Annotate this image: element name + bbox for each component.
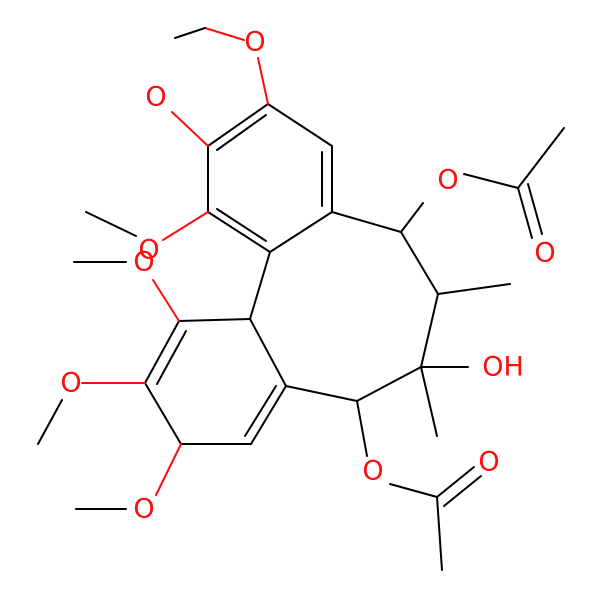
bond (527, 183, 543, 235)
bond (400, 231, 439, 295)
bond (85, 211, 137, 237)
atom-oxygen: O (145, 82, 166, 113)
bond (204, 27, 245, 41)
bond (207, 211, 271, 253)
bond (171, 111, 209, 147)
bond (267, 103, 333, 147)
bond (174, 27, 206, 39)
bond (144, 382, 182, 445)
bond (216, 208, 267, 242)
atom-oxygen: O (534, 238, 555, 269)
bond (389, 483, 438, 498)
bond (517, 187, 533, 239)
bonds (37, 27, 565, 571)
bond (400, 202, 424, 233)
bond (356, 366, 422, 402)
atom-oxygen: O (133, 494, 154, 525)
atom-hydroxyl: OH (482, 352, 524, 383)
atom-oxygen: O (138, 235, 159, 266)
bond (436, 466, 475, 498)
bond (250, 385, 287, 445)
bond (269, 211, 333, 253)
bond (162, 211, 209, 241)
bond (178, 318, 251, 322)
atom-oxygen: O (133, 247, 154, 278)
bond (156, 330, 187, 385)
bond (155, 443, 182, 496)
bond (437, 283, 511, 295)
bond (436, 496, 443, 571)
bond (244, 385, 277, 437)
atom-labels: O O O O O O OH O O O O (60, 27, 555, 525)
bond (463, 173, 519, 189)
bond (331, 211, 402, 233)
bond (152, 279, 180, 322)
atom-oxygen: O (478, 447, 499, 478)
bond (257, 57, 269, 105)
atom-oxygen: O (362, 456, 383, 487)
bond (144, 320, 180, 384)
bond (249, 251, 271, 320)
atom-oxygen: O (437, 165, 458, 196)
bond (443, 475, 482, 507)
bond (420, 366, 438, 437)
atom-oxygen: O (60, 368, 81, 399)
bond (517, 127, 565, 189)
bond (285, 385, 358, 402)
bond (207, 103, 269, 147)
bond (216, 114, 267, 151)
bond (356, 400, 368, 457)
atom-oxygen: O (244, 27, 265, 58)
bond (37, 399, 63, 445)
bond (420, 293, 439, 368)
bond (249, 318, 287, 387)
